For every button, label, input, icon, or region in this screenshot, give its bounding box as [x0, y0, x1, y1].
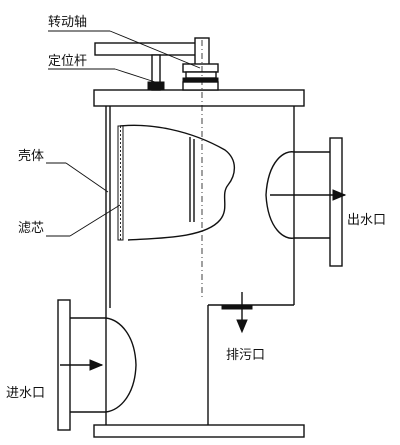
top-flange	[93, 89, 305, 107]
water-inlet-flange	[57, 299, 137, 431]
filter-element	[117, 124, 236, 241]
drain-outlet-label: 排污口	[226, 348, 265, 363]
shaft-label: 转动轴	[48, 15, 87, 30]
drain-arrow	[221, 292, 253, 334]
water-outlet-flange	[265, 137, 347, 267]
positioning-rod-label: 定位杆	[48, 54, 87, 69]
leader-lines	[46, 30, 201, 237]
filter-element-label: 滤芯	[18, 221, 44, 236]
water-inlet-label: 进水口	[6, 386, 45, 401]
bottom-plate	[93, 424, 305, 438]
shaft-assembly	[94, 37, 219, 91]
housing-label: 壳体	[18, 149, 44, 164]
water-outlet-label: 出水口	[347, 213, 386, 228]
